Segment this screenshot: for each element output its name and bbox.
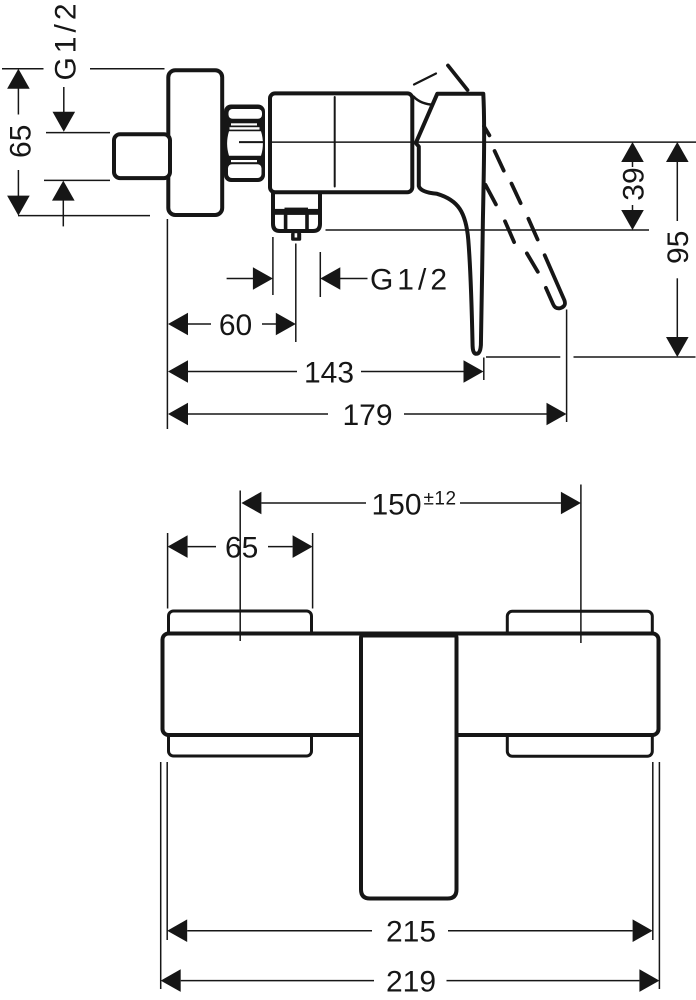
svg-text:G1/2: G1/2	[370, 264, 451, 297]
svg-text:95: 95	[662, 231, 695, 264]
svg-text:215: 215	[386, 916, 436, 949]
svg-text:±12: ±12	[424, 488, 457, 509]
svg-text:65: 65	[4, 125, 37, 158]
svg-text:143: 143	[304, 357, 354, 390]
svg-text:60: 60	[219, 309, 252, 342]
svg-text:179: 179	[342, 399, 392, 432]
svg-text:65: 65	[225, 532, 258, 565]
svg-text:150: 150	[372, 489, 422, 522]
svg-text:219: 219	[386, 966, 436, 999]
svg-text:G1/2: G1/2	[50, 0, 83, 81]
svg-text:39: 39	[617, 167, 650, 200]
